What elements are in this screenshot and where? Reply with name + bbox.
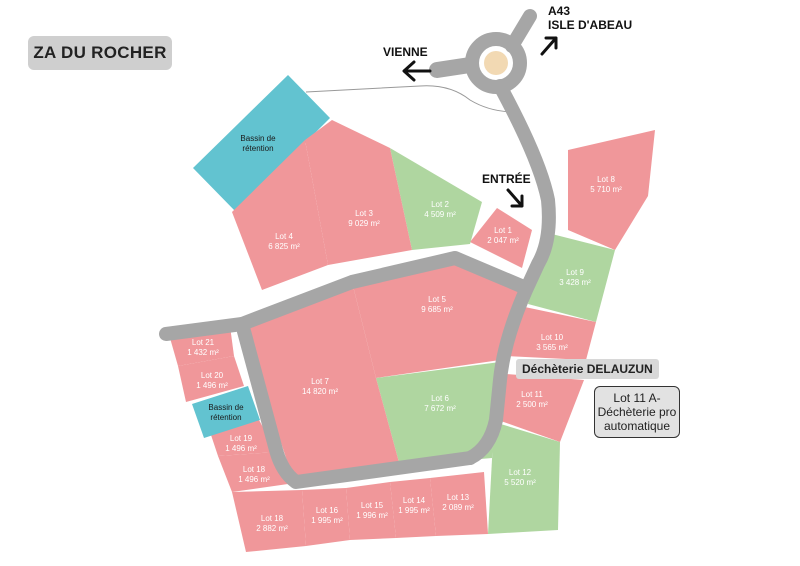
roundabout (465, 32, 527, 94)
vienne-label: VIENNE (383, 45, 428, 59)
lot-11a-line2: Déchèterie pro (597, 405, 677, 419)
isle-dabeau-label: ISLE D'ABEAU (548, 18, 633, 32)
lot-15-parcel[interactable] (346, 482, 396, 540)
lot-20-parcel[interactable] (178, 356, 244, 402)
lot-6-parcel[interactable] (376, 362, 500, 466)
entree-label: ENTRÉE (482, 172, 531, 186)
lot-14-parcel[interactable] (390, 478, 436, 538)
lot-18a-parcel[interactable] (218, 452, 288, 492)
arrow-entree-icon (506, 188, 524, 208)
lot-4-parcel[interactable] (232, 140, 328, 290)
road-access-west (429, 57, 478, 78)
arrow-vienne-icon (402, 60, 432, 82)
lot-11-parcel[interactable] (498, 374, 584, 442)
lot-10-parcel[interactable] (506, 306, 596, 360)
lot-11a-line3: automatique (603, 419, 671, 433)
road-west-branch (159, 317, 249, 341)
lot-3-parcel[interactable] (305, 120, 412, 265)
map-title: ZA DU ROCHER (28, 36, 172, 70)
lot-2-parcel[interactable] (390, 148, 482, 250)
basin-retention-2 (192, 386, 260, 438)
lot-12-parcel[interactable] (488, 422, 560, 534)
basin-retention-1 (193, 75, 330, 212)
lot-5-parcel[interactable] (352, 258, 522, 378)
boundary-line (305, 85, 516, 113)
lot-18b-parcel[interactable] (232, 490, 306, 552)
lot-1-parcel[interactable] (470, 208, 532, 268)
lot-11a-line1: Lot 11 A- (613, 391, 661, 405)
lot-11a-box: Lot 11 A- Déchèterie pro automatique (594, 386, 680, 438)
decheterie-tag: Déchèterie DELAUZUN (516, 359, 659, 379)
lot-8-parcel[interactable] (568, 130, 655, 250)
lot-13-parcel[interactable] (430, 472, 488, 536)
roundabout-center (484, 51, 508, 75)
road-main (463, 79, 556, 465)
a43-label: A43 (548, 4, 571, 18)
arrow-a43-icon (540, 36, 558, 56)
road-loop (235, 251, 533, 489)
lot-16-parcel[interactable] (302, 488, 350, 546)
lot-7-parcel[interactable] (242, 282, 400, 482)
